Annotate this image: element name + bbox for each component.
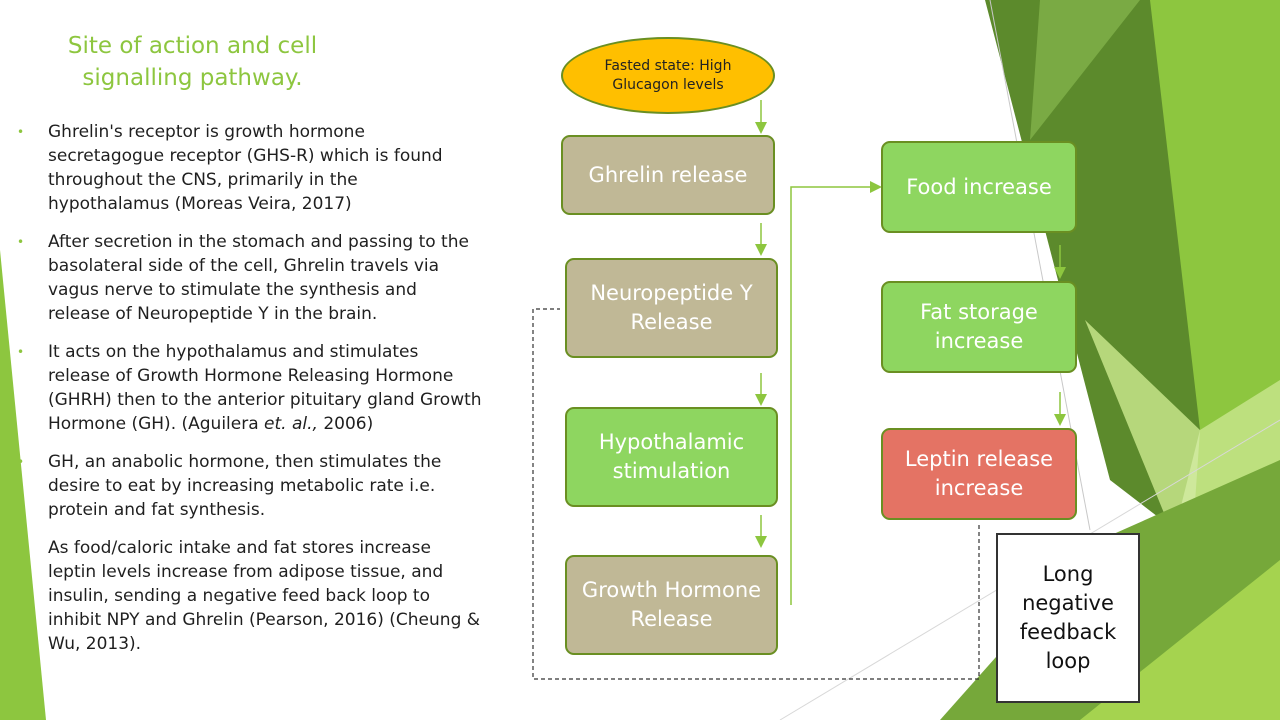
bullet-dot: • [17,455,25,469]
bullet-item: • After secretion in the stomach and pas… [14,230,484,326]
bullet-text: After secretion in the stomach and passi… [48,232,469,324]
bullet-text: As food/caloric intake and fat stores in… [48,538,481,654]
node-ghrelin-release: Ghrelin release [561,135,775,215]
bullet-dot: • [17,125,25,139]
bg-bottom-left-triangle [0,250,46,720]
bullet-item: • It acts on the hypothalamus and stimul… [14,340,484,436]
node-leptin-release-increase: Leptin release increase [881,428,1077,520]
start-node-fasted-state: Fasted state: High Glucagon levels [561,37,775,114]
bullet-item: • Ghrelin's receptor is growth hormone s… [14,120,484,216]
bullet-text: GH, an anabolic hormone, then stimulates… [48,452,442,520]
feedback-loop-label: Long negative feedback loop [1019,562,1117,673]
bullet-list: • Ghrelin's receptor is growth hormone s… [14,120,484,670]
node-hypothalamic-stimulation: Hypothalamic stimulation [565,407,778,507]
bullet-dot: • [17,235,25,249]
bullet-dot: • [17,541,25,555]
node-fat-storage-increase: Fat storage increase [881,281,1077,373]
start-node-label: Fasted state: High Glucagon levels [604,57,732,93]
bullet-text-italic: et. al., [264,414,318,434]
bullet-item: • As food/caloric intake and fat stores … [14,536,484,656]
bullet-dot: • [17,345,25,359]
bullet-text: It acts on the hypothalamus and stimulat… [48,342,482,434]
bg-shape-mid [1030,0,1140,140]
bullet-text: Ghrelin's receptor is growth hormone sec… [48,122,443,214]
bullet-item: • GH, an anabolic hormone, then stimulat… [14,450,484,522]
feedback-loop-label-box: Long negative feedback loop [996,533,1140,703]
bullet-text-part: It acts on the hypothalamus and stimulat… [48,342,482,434]
bullet-text-part: 2006) [317,414,374,434]
node-food-increase: Food increase [881,141,1077,233]
slide-title: Site of action and cell signalling pathw… [67,33,318,91]
node-growth-hormone-release: Growth Hormone Release [565,555,778,655]
node-neuropeptide-y-release: Neuropeptide Y Release [565,258,778,358]
